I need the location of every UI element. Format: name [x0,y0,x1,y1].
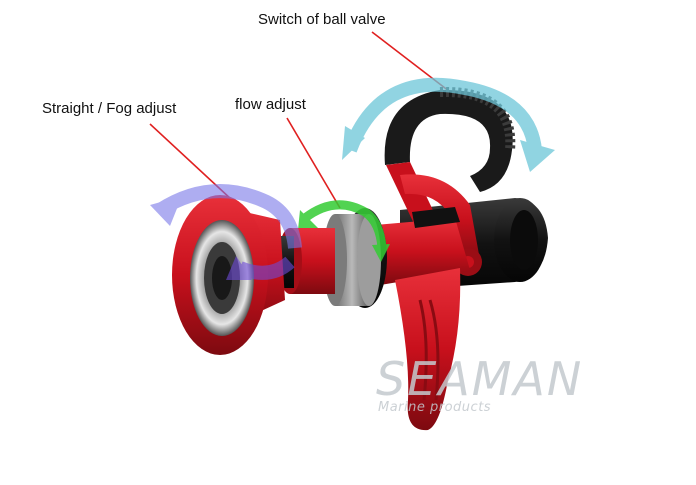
pistol-grip [395,268,461,431]
front-head [172,195,285,355]
watermark-brand: SEAMAN [376,352,584,406]
ball-valve-rotation-arrow-icon [342,77,555,172]
watermark-tagline: Marine products [378,400,492,415]
label-ball-valve: Switch of ball valve [258,11,386,28]
flow-rotation-arrow-icon [298,200,390,262]
label-straight-fog: Straight / Fog adjust [42,100,177,117]
leader-line-flow [286,117,341,209]
label-flow-adjust: flow adjust [235,96,306,113]
straight-fog-rotation-arrow-icon [150,184,302,280]
main-body [375,207,470,285]
